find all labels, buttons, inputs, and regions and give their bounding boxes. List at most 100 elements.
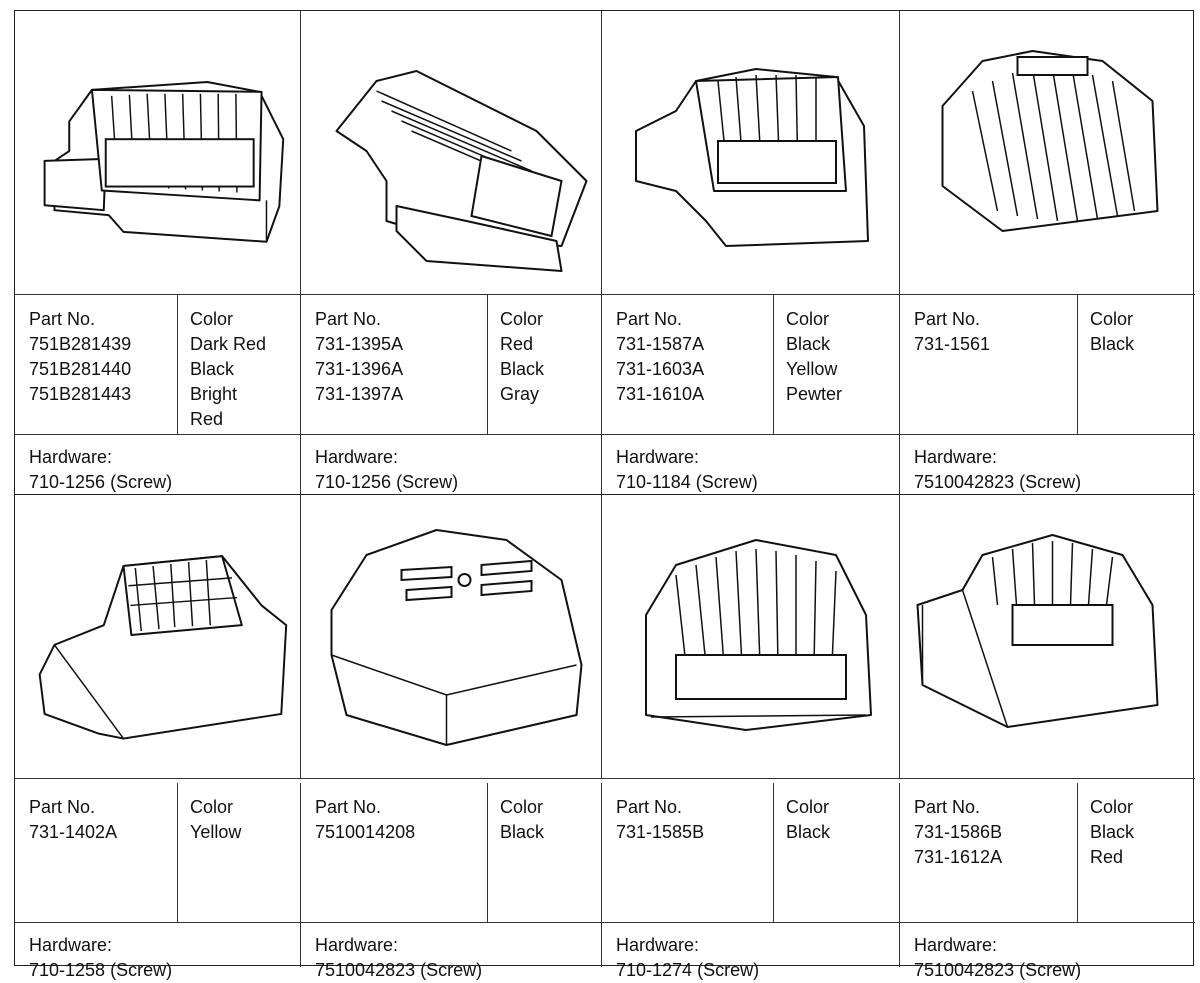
- product-image-cell: [301, 11, 602, 295]
- engine-shroud-drawing: [635, 68, 869, 247]
- color-label: Color: [786, 309, 830, 329]
- hardware-cell: Hardware: 710-1258 (Screw): [15, 923, 301, 980]
- part-no-label: Part No.: [616, 797, 683, 817]
- engine-shroud-drawing: [916, 534, 1159, 728]
- part-number: 731-1586B: [914, 822, 1003, 842]
- hardware-screw: 710-1256 (Screw): [29, 472, 173, 492]
- color-value: Dark Red: [190, 334, 267, 354]
- part-info-cell: Part No. 731-1395A 731-1396A 731-1397A Color…: [301, 295, 602, 435]
- hardware-screw: 710-1256 (Screw): [315, 472, 459, 492]
- color-value: Black: [500, 359, 545, 379]
- hardware-cell: Hardware: 710-1184 (Screw): [602, 435, 900, 495]
- hardware-label: Hardware:: [914, 447, 998, 467]
- hardware-cell: Hardware: 710-1256 (Screw): [301, 435, 602, 495]
- hardware-label: Hardware:: [29, 447, 113, 467]
- color-label: Color: [1090, 797, 1134, 817]
- hardware-label: Hardware:: [616, 935, 700, 955]
- part-no-label: Part No.: [29, 309, 96, 329]
- part-number: 731-1587A: [616, 334, 705, 354]
- engine-shroud-drawing: [43, 81, 285, 243]
- part-number-column: Part No. 731-1586B 731-1612A: [900, 783, 1078, 922]
- part-number-column: Part No. 731-1585B: [602, 783, 774, 922]
- part-number: 731-1395A: [315, 334, 404, 354]
- hardware-label: Hardware:: [616, 447, 700, 467]
- hardware-cell: Hardware: 710-1256 (Screw): [15, 435, 301, 495]
- part-number: 731-1402A: [29, 822, 118, 842]
- part-number-column: Part No. 731-1395A 731-1396A 731-1397A: [301, 295, 488, 434]
- color-label: Color: [786, 797, 830, 817]
- hardware-cell: Hardware: 7510042823 (Screw): [301, 923, 602, 980]
- engine-shroud-drawing: [38, 555, 288, 740]
- hardware-cell: Hardware:7510042823 (Screw): [900, 435, 1195, 495]
- color-label: Color: [500, 309, 544, 329]
- hardware-label: Hardware:: [315, 935, 399, 955]
- product-image-cell: [15, 495, 301, 779]
- part-number: 731-1610A: [616, 384, 705, 404]
- part-no-label: Part No.: [914, 309, 981, 329]
- engine-shroud-drawing: [335, 70, 588, 272]
- color-value: Red: [190, 409, 224, 429]
- engine-shroud-drawing: [941, 50, 1159, 232]
- part-number: 731-1396A: [315, 359, 404, 379]
- color-value: Red: [500, 334, 534, 354]
- part-number: 731-1585B: [616, 822, 705, 842]
- color-label: Color: [500, 797, 544, 817]
- product-image-cell: [900, 495, 1195, 779]
- color-label: Color: [190, 309, 234, 329]
- hardware-label: Hardware:: [315, 447, 399, 467]
- color-value: Gray: [500, 384, 540, 404]
- part-number-column: Part No.731-1402A: [15, 783, 178, 922]
- product-image-cell: [301, 495, 602, 779]
- part-no-label: Part No.: [914, 797, 981, 817]
- color-value: Yellow: [190, 822, 242, 842]
- color-value: Pewter: [786, 384, 843, 404]
- hardware-cell: Hardware:710-1274 (Screw): [602, 923, 900, 980]
- product-image-cell: [900, 11, 1195, 295]
- hardware-screw: 710-1184 (Screw): [616, 472, 758, 492]
- color-value: Red: [1090, 847, 1124, 867]
- part-number: 7510014208: [315, 822, 416, 842]
- hardware-label: Hardware:: [29, 935, 113, 955]
- hardware-screw: 7510042823 (Screw): [315, 960, 483, 980]
- product-image-cell: [602, 11, 900, 295]
- part-number: 751B281439: [29, 334, 132, 354]
- color-value: Black: [190, 359, 235, 379]
- color-label: Color: [190, 797, 234, 817]
- part-number: 751B281443: [29, 384, 132, 404]
- part-number: 731-1397A: [315, 384, 404, 404]
- part-no-label: Part No.: [315, 309, 382, 329]
- part-number: 731-1561: [914, 334, 991, 354]
- part-number: 731-1612A: [914, 847, 1003, 867]
- hardware-screw: 7510042823 (Screw): [914, 960, 1082, 980]
- color-label: Color: [1090, 309, 1134, 329]
- part-no-label: Part No.: [315, 797, 382, 817]
- color-value: Black: [1090, 822, 1135, 842]
- color-value: Black: [1090, 334, 1135, 354]
- part-number: 731-1603A: [616, 359, 705, 379]
- engine-shroud-drawing: [330, 529, 583, 746]
- part-number-column: Part No. 731-1561: [900, 295, 1078, 434]
- color-value: Yellow: [786, 359, 838, 379]
- hardware-screw: 710-1258 (Screw): [29, 960, 173, 980]
- product-image-cell: [602, 495, 900, 779]
- engine-shroud-drawing: [645, 539, 872, 731]
- part-number-column: Part No. 7510014208: [301, 783, 488, 922]
- product-image-cell: [15, 11, 301, 295]
- hardware-cell: Hardware:7510042823 (Screw): [900, 923, 1195, 980]
